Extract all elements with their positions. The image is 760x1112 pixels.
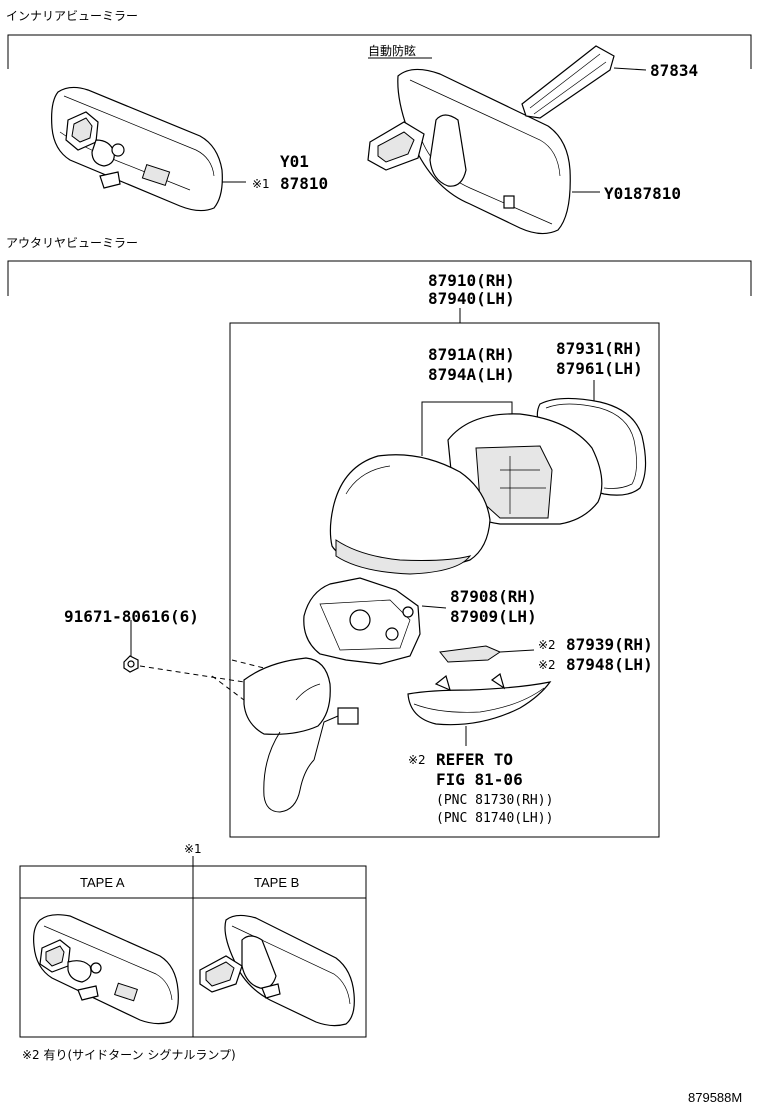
inner-mirror-part-87810: 87810 [280,174,328,193]
inner-mirror-section-bracket [7,34,752,69]
lens-lh: 87948(LH) [566,655,653,674]
inner-mirror-mark: ※1 [252,177,270,191]
outer-mirror-section-title: アウタリヤビューミラー [6,236,138,250]
figure-code: 879588M [688,1090,742,1105]
mirror-cover-lh: 8794A(LH) [428,365,515,384]
outer-mirror-assembly-rh: 87910(RH) [428,271,515,290]
refer-line-2: FIG 81-06 [436,770,523,789]
nut-part-91671: 91671-80616(6) [64,607,199,626]
mirror-cover-leader [421,401,513,456]
mirror-base-lh: 87909(LH) [450,607,537,626]
side-mirror-icon [123,397,647,813]
tape-b-header: TAPE B [254,875,299,890]
outer-mirror-assembly-box [229,322,660,838]
lens-rh: 87939(RH) [566,635,653,654]
mirror-glass-lh: 87961(LH) [556,359,643,378]
tape-table-mark: ※1 [184,842,202,856]
refer-pnc-rh: (PNC 81730(RH)) [436,793,553,808]
refer-pnc-lh: (PNC 81740(LH)) [436,811,553,826]
lens-mark-rh: ※2 [538,638,556,652]
mirror-base-rh: 87908(RH) [450,587,537,606]
footnote: ※2 有り(サイドターン シグナルランプ) [22,1048,236,1062]
auto-dimming-mirror-icon [367,68,600,235]
tape-b-mirror-icon [199,914,355,1027]
mirror-glass-rh: 87931(RH) [556,339,643,358]
refer-line-1: REFER TO [436,750,513,769]
tape-a-header: TAPE A [80,875,125,890]
bracket-cover-icon [521,45,647,119]
auto-dimming-mirror-code: Y0187810 [604,184,681,203]
inner-mirror-code-y01: Y01 [280,152,309,171]
outer-mirror-assembly-lh: 87940(LH) [428,289,515,308]
tape-a-mirror-icon [33,914,179,1025]
auto-dimming-label: 自動防眩 [368,43,416,58]
rearview-mirror-icon [51,86,246,212]
outer-mirror-section-bracket [7,260,752,296]
lens-mark-lh: ※2 [538,658,556,672]
inner-mirror-section-title: インナリアビューミラー [6,9,138,23]
mirror-cover-rh: 8791A(RH) [428,345,515,364]
refer-mark: ※2 [408,753,426,767]
bracket-cover-part-87834: 87834 [650,61,698,80]
